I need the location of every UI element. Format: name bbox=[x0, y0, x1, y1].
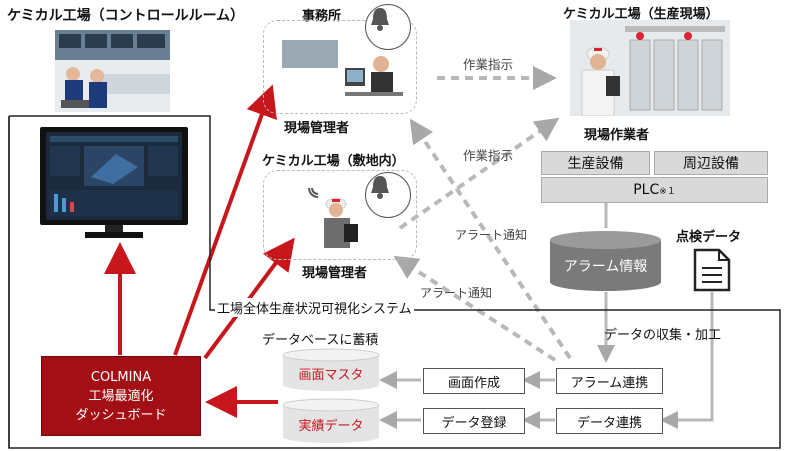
production-equipment-box: 生産設備 bbox=[541, 151, 650, 175]
document-icon bbox=[693, 248, 731, 292]
production-equipment-label: 生産設備 bbox=[567, 156, 624, 172]
alert-label-1: アラート通知 bbox=[455, 228, 528, 242]
alarm-info-label: アラーム情報 bbox=[563, 259, 648, 275]
alert-arrow-1 bbox=[409, 118, 572, 360]
results-label: 実績データ bbox=[298, 419, 364, 434]
alarm-info-database: アラーム情報 bbox=[549, 230, 662, 292]
monitor-stand bbox=[105, 225, 123, 233]
control-room-illustration bbox=[55, 30, 170, 112]
alert-arrow-2 bbox=[393, 255, 557, 362]
screen-master-database: 画面マスタ bbox=[282, 348, 380, 392]
site-inside-panel bbox=[263, 170, 417, 260]
alarm-link-box: アラーム連携 bbox=[556, 368, 663, 394]
work-instruction-label-1: 作業指示 bbox=[463, 57, 514, 72]
bell-icon bbox=[371, 8, 389, 31]
results-database: 実績データ bbox=[282, 398, 380, 444]
dashboard-screen bbox=[46, 132, 182, 220]
screen-creation-box: 画面作成 bbox=[423, 368, 525, 394]
data-registration-label: データ登録 bbox=[441, 415, 507, 431]
signal-icon bbox=[308, 178, 328, 198]
work-instruction-arrow-2 bbox=[398, 117, 560, 230]
control-room-title: ケミカル工場（コントロールルーム） bbox=[7, 8, 245, 24]
screen-creation-label: 画面作成 bbox=[447, 375, 500, 391]
bell-icon bbox=[371, 176, 389, 199]
inspection-to-data-link-line bbox=[660, 292, 714, 429]
production-site-person-label: 現場作業者 bbox=[584, 128, 650, 143]
db-accumulate-label: データベースに蓄積 bbox=[262, 333, 379, 348]
red-arrow-to-office bbox=[173, 84, 277, 356]
site-inside-title: ケミカル工場（敷地内） bbox=[262, 154, 405, 169]
production-site-illustration bbox=[570, 20, 730, 116]
system-title: 工場全体生産状況可視化システム bbox=[215, 298, 414, 317]
office-bell-bubble bbox=[365, 4, 411, 50]
inspection-data-label: 点検データ bbox=[676, 230, 742, 245]
work-instruction-label-2: 作業指示 bbox=[463, 148, 514, 163]
data-registration-box: データ登録 bbox=[423, 408, 525, 434]
office-person-label: 現場管理者 bbox=[284, 121, 350, 136]
data-collect-label: データの収集・加工 bbox=[604, 328, 722, 343]
office-building-icon bbox=[282, 40, 338, 68]
data-link-label: データ連携 bbox=[576, 415, 642, 431]
site-manager-illustration bbox=[318, 196, 363, 254]
office-panel bbox=[263, 20, 417, 114]
colmina-line3: ダッシュボード bbox=[75, 407, 167, 423]
plc-box: PLC※１ bbox=[541, 177, 768, 203]
monitor-base bbox=[85, 232, 143, 238]
alarm-link-label: アラーム連携 bbox=[570, 375, 649, 391]
peripheral-equipment-label: 周辺設備 bbox=[683, 156, 739, 172]
dashboard-monitor bbox=[40, 127, 188, 225]
site-bell-bubble bbox=[365, 172, 411, 218]
alert-label-2: アラート通知 bbox=[420, 286, 493, 300]
plc-label: PLC bbox=[633, 182, 660, 198]
screen-master-label: 画面マスタ bbox=[298, 368, 364, 383]
office-worker-illustration bbox=[345, 52, 403, 108]
colmina-dashboard-box: COLMINA 工場最適化 ダッシュボード bbox=[41, 356, 201, 436]
production-site-title: ケミカル工場（生産現場） bbox=[563, 7, 719, 22]
colmina-name: COLMINA bbox=[90, 369, 152, 385]
data-link-box: データ連携 bbox=[556, 408, 663, 434]
colmina-line2: 工場最適化 bbox=[88, 388, 154, 404]
peripheral-equipment-box: 周辺設備 bbox=[654, 151, 768, 175]
plc-footnote: ※１ bbox=[659, 186, 676, 197]
site-inside-person-label: 現場管理者 bbox=[302, 266, 368, 281]
